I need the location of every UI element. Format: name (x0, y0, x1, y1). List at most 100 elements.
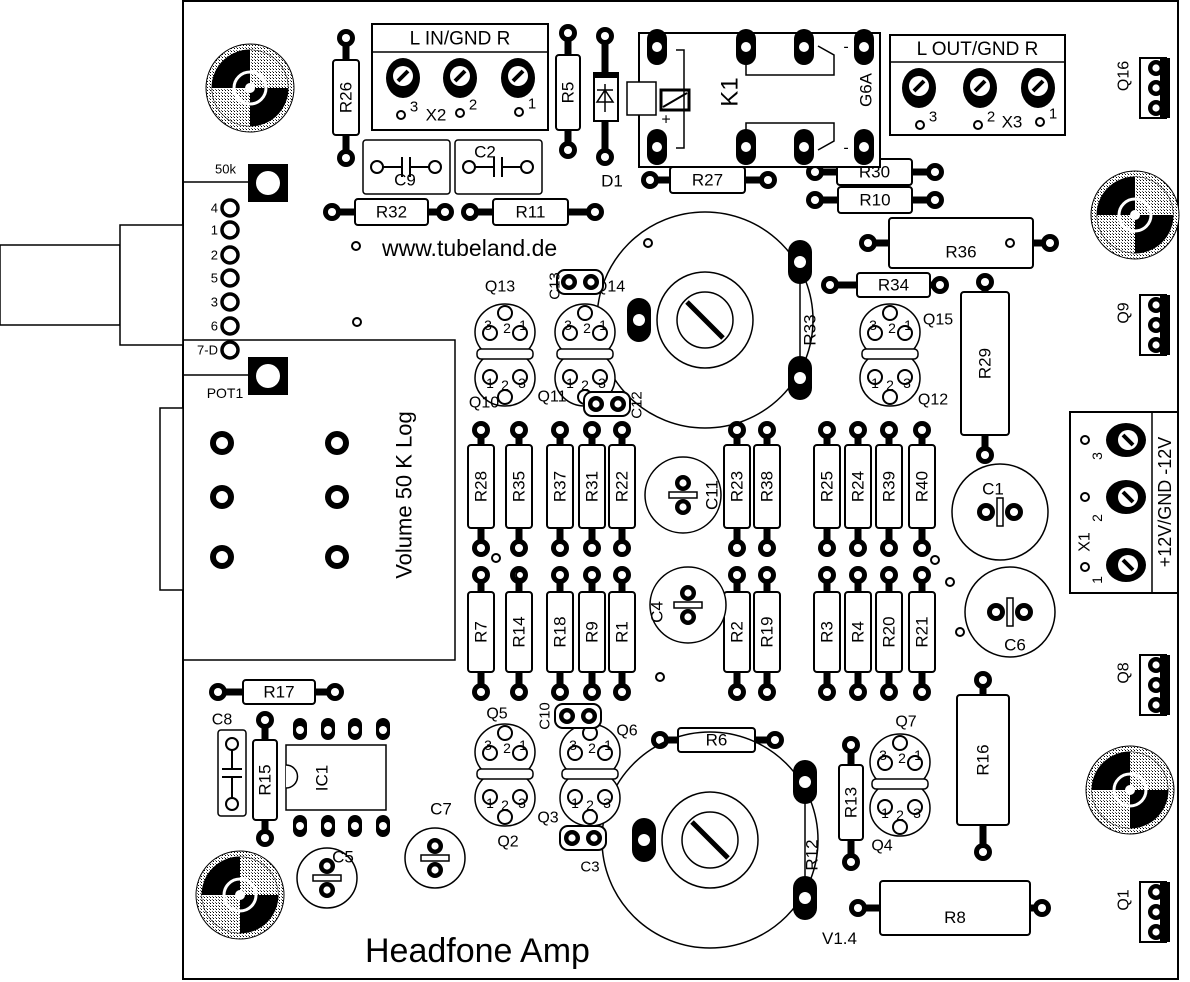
pad-hole (256, 171, 280, 195)
capacitor-outline (217, 729, 247, 817)
hole-quadrant (212, 50, 250, 88)
resistor-body (723, 591, 751, 673)
pad-hole (465, 207, 475, 217)
diode-label: D1 (601, 172, 623, 191)
resistor-label: R6 (706, 731, 728, 750)
pad-hole (930, 167, 940, 177)
resistor-R35: R35 (505, 421, 533, 557)
resistor-label: R29 (976, 348, 995, 379)
diode-D1: D1 (593, 27, 623, 191)
pad-hole (638, 834, 650, 846)
relay-coil-line (662, 92, 688, 108)
electrolytic-C7: C7 (404, 800, 466, 889)
resistor-body (956, 694, 1010, 826)
hole-quadrant (250, 50, 288, 88)
pin-number: 1 (486, 375, 494, 391)
transistor-flat (861, 348, 919, 360)
pin-number: 2 (501, 377, 509, 393)
pad-hole (741, 42, 751, 52)
pin-number: 2 (888, 320, 896, 336)
pad-hole (853, 903, 863, 913)
resistor-R25: R25 (813, 421, 841, 557)
pin-number: 2 (886, 377, 894, 393)
relay-notch (626, 81, 657, 116)
terminal-name: X1 (1077, 532, 1094, 552)
pin-number: 2 (896, 807, 904, 823)
transistor-label: Q10 (469, 395, 499, 412)
hole-quadrant (212, 88, 250, 126)
transistor-tab (1160, 882, 1170, 942)
mounting-hole (205, 43, 295, 133)
pad-hole (617, 543, 627, 553)
terminal-name: X3 (1002, 113, 1023, 132)
resistor-label: R26 (337, 82, 356, 113)
pad-hole (859, 42, 869, 52)
website-label: www.tubeland.de (381, 235, 557, 261)
resistor-body (546, 444, 574, 529)
pin-number: 2 (898, 750, 906, 766)
power-transistor-Q8: Q8 (1116, 654, 1170, 716)
pad-hole (973, 120, 983, 130)
pad-hole (567, 745, 583, 761)
pad-hole (978, 675, 988, 685)
transistor-label: Q2 (497, 834, 518, 851)
pot-switch-pin (220, 198, 240, 218)
relay-label: K1 (717, 77, 744, 106)
pad-hole (324, 726, 332, 734)
transistor-label: Q6 (616, 723, 637, 740)
pad-hole (930, 555, 940, 565)
pad-hole (917, 425, 927, 435)
pad-hole (1152, 104, 1160, 112)
pad-hole (884, 543, 894, 553)
pad-hole (822, 687, 832, 697)
resistor-body (677, 727, 756, 753)
resistor-label: R20 (880, 616, 899, 647)
capacitor-symbol (475, 157, 521, 177)
resistor-body (578, 444, 606, 529)
resistor-body (908, 444, 936, 529)
pad-hole (652, 142, 662, 152)
resistor-label: R36 (945, 243, 976, 262)
resistor-R16: R16 (956, 671, 1010, 861)
pot-switch-pin (220, 220, 240, 240)
pin-number: 1 (571, 795, 579, 811)
resistor-label: R16 (974, 744, 993, 775)
pad-hole (1035, 117, 1045, 127)
pin-number: 2 (586, 797, 594, 813)
pin-number: 2 (503, 320, 511, 336)
screw-slot (1121, 558, 1135, 572)
pad-hole (482, 369, 498, 385)
pad-hole (379, 726, 387, 734)
capacitor-plate (996, 497, 1004, 527)
capacitor-label: C1 (982, 480, 1004, 499)
pad-hole (555, 543, 565, 553)
pin-number: 1 (528, 96, 536, 113)
pin-number: 3 (410, 99, 418, 116)
hole-quadrant (1130, 790, 1168, 828)
resistor-R24: R24 (844, 421, 872, 557)
pad-hole (587, 278, 595, 286)
pad-hole (1080, 562, 1090, 572)
pin-number: 3 (211, 295, 218, 310)
pad-hole (1152, 301, 1160, 309)
trimmer-ring (661, 791, 759, 889)
resistor-R29: R29 (960, 273, 1010, 464)
resistor-label: R4 (849, 621, 868, 643)
pad-hole (1152, 888, 1160, 896)
trimmer-slot (685, 300, 725, 340)
pad-hole (592, 369, 608, 385)
resistor-R34: R34 (821, 272, 949, 298)
resistor-body (813, 591, 841, 673)
pad-hole (331, 437, 343, 449)
resistor-R17: R17 (209, 679, 344, 705)
resistor-body (242, 679, 316, 705)
hole-quadrant (202, 857, 240, 895)
pad-hole (917, 687, 927, 697)
pot-bushing (119, 224, 184, 346)
electrolytic-C11: C11 (644, 456, 722, 534)
pad-hole (867, 369, 883, 385)
resistor-body (252, 739, 278, 821)
pad-hole (645, 175, 655, 185)
